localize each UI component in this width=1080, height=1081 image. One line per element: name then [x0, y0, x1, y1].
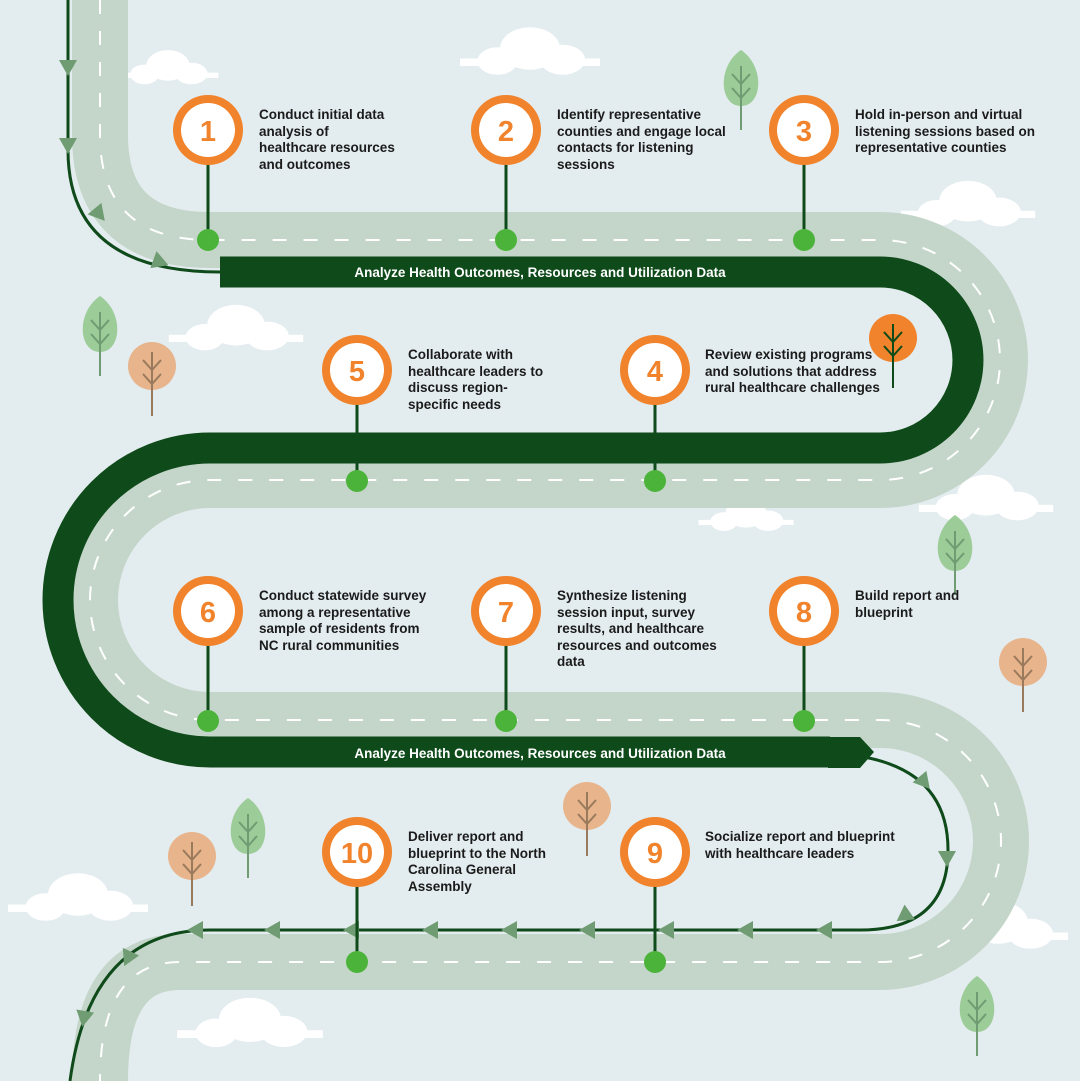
- band-label: Analyze Health Outcomes, Resources and U…: [354, 746, 726, 761]
- guide-line-top: [66, 0, 221, 274]
- arrow-icon: [912, 770, 930, 789]
- arrow-icon: [150, 251, 169, 269]
- step-2-text: Identify representative counties and eng…: [557, 107, 726, 172]
- bands: [42, 256, 984, 768]
- tree-icon: [999, 638, 1047, 712]
- step-number: 6: [200, 597, 216, 629]
- cloud-icon: [168, 304, 304, 351]
- trees: [82, 50, 1047, 1056]
- step-7-text: Synthesize listening session input, surv…: [557, 588, 717, 669]
- step-10-marker: 10: [322, 817, 392, 973]
- arrow-icon: [658, 921, 674, 939]
- arrow-icon: [264, 921, 280, 939]
- step-number: 8: [796, 597, 812, 629]
- step-9-text: Socialize report and blueprint with heal…: [705, 829, 895, 861]
- step-7-marker: 7: [471, 576, 541, 732]
- step-8-text: Build report and blueprint: [855, 588, 960, 620]
- road-surface: [62, 0, 1029, 1081]
- step-3-marker: 3: [769, 95, 839, 251]
- arrow-icon: [501, 921, 517, 939]
- step-number: 4: [647, 356, 663, 388]
- arrow-icon: [422, 921, 438, 939]
- step-4-marker: 4: [620, 335, 690, 492]
- step-number: 2: [498, 116, 514, 148]
- arrow-icon: [187, 921, 203, 939]
- arrow-icon: [59, 60, 77, 76]
- step-4-text: Review existing programs and solutions t…: [705, 347, 880, 395]
- arrow-icon: [343, 921, 359, 939]
- step-6-marker: 6: [173, 576, 243, 732]
- arrow-icon: [938, 851, 956, 867]
- road-center-dash: [89, 0, 1002, 1081]
- band-label: Analyze Health Outcomes, Resources and U…: [354, 265, 726, 280]
- step-2-marker: 2: [471, 95, 541, 251]
- step-6-text: Conduct statewide survey among a represe…: [259, 588, 427, 653]
- tree-icon: [82, 296, 118, 376]
- arrow-icon: [579, 921, 595, 939]
- band-tip: [828, 737, 874, 768]
- cloud-icon: [918, 474, 1054, 521]
- step-8-marker: 8: [769, 576, 839, 732]
- step-number: 5: [349, 356, 365, 388]
- step-10-text: Deliver report and blueprint to the Nort…: [408, 829, 546, 894]
- cloud-icon: [117, 50, 219, 85]
- cloud-icon: [8, 873, 148, 921]
- road: [62, 0, 1029, 1081]
- arrows: [59, 60, 956, 1027]
- step-9-marker: 9: [620, 817, 690, 973]
- tree-icon: [230, 798, 266, 878]
- arrow-icon: [816, 921, 832, 939]
- arrow-icon: [87, 202, 105, 221]
- arrow-icon: [737, 921, 753, 939]
- arrow-icon: [122, 947, 140, 967]
- tree-icon: [168, 832, 216, 906]
- tree-icon: [563, 782, 611, 856]
- step-number: 10: [341, 838, 373, 870]
- tree-icon: [869, 314, 917, 388]
- tree-icon: [959, 976, 995, 1056]
- step-1-text: Conduct initial data analysis of healthc…: [259, 107, 395, 172]
- step-number: 9: [647, 838, 663, 870]
- tree-icon: [937, 515, 973, 595]
- step-number: 7: [498, 597, 514, 629]
- step-1-marker: 1: [173, 95, 243, 251]
- arrow-icon: [59, 138, 77, 154]
- step-3-text: Hold in-person and virtual listening ses…: [855, 107, 1036, 155]
- arrow-icon: [76, 1009, 95, 1027]
- tree-icon: [723, 50, 759, 130]
- step-number: 1: [200, 116, 216, 148]
- guide-line: [66, 0, 950, 1081]
- cloud-icon: [460, 27, 600, 75]
- band-shape-top: [42, 256, 984, 768]
- tree-icon: [128, 342, 176, 416]
- cloud-icon: [177, 997, 323, 1048]
- step-number: 3: [796, 116, 812, 148]
- step-5-marker: 5: [322, 335, 392, 492]
- arrow-icon: [896, 904, 915, 922]
- guide-line-bottom: [68, 754, 950, 1081]
- step-5-text: Collaborate with healthcare leaders to d…: [408, 347, 544, 412]
- pins: 1 2 3 4 5 6 7 8 9 10: [173, 95, 839, 973]
